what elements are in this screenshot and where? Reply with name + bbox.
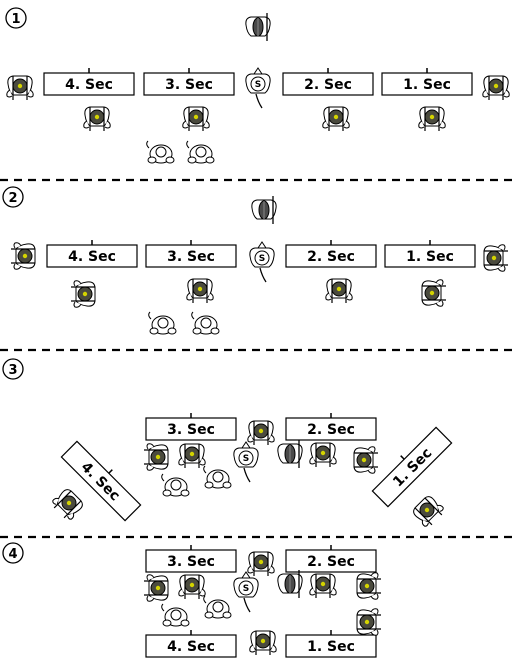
s4-officer-icon — [277, 569, 303, 599]
s4-soldier-icon — [356, 608, 382, 636]
s4-soldier-icon — [178, 574, 206, 600]
sergeant-mark: S — [243, 584, 249, 594]
s1-drummer-icon — [186, 140, 215, 164]
s1-drummer-icon — [146, 140, 175, 164]
s3-drummer-icon — [161, 473, 190, 497]
section-label: 4. Sec — [68, 249, 116, 265]
s3-sergeant-icon: S — [233, 441, 259, 483]
s3-box-3: 3. Sec — [145, 413, 237, 441]
s3-soldier-left-icon — [49, 485, 87, 523]
s4-soldier-bottom-icon — [249, 630, 277, 656]
s3-soldier-icon — [309, 442, 337, 468]
sergeant-mark: S — [259, 254, 265, 264]
section-label: 3. Sec — [167, 422, 215, 438]
s3-officer-icon — [277, 439, 303, 469]
section-label: 4. Sec — [65, 77, 113, 93]
s1-box-1: 1. Sec — [381, 68, 473, 96]
s1-soldier-icon — [83, 106, 111, 132]
step-number: 4 — [8, 547, 17, 562]
section-label: 1. Sec — [403, 77, 451, 93]
section-label: 2. Sec — [304, 77, 352, 93]
s4-soldier-icon — [309, 573, 337, 599]
s3-soldier-icon — [178, 443, 206, 469]
section-label: 1. Sec — [307, 639, 355, 655]
section-label: 3. Sec — [167, 554, 215, 570]
s3-soldier-icon — [353, 446, 379, 474]
s3-soldier-icon — [143, 443, 169, 471]
section-label: 3. Sec — [165, 77, 213, 93]
step-markers: 1 2 3 4 — [2, 7, 27, 564]
s2-box-1: 1. Sec — [384, 240, 476, 268]
s1-box-4: 4. Sec — [43, 68, 135, 96]
step-marker-2: 2 — [2, 186, 24, 208]
s2-drummer-icon — [191, 311, 220, 335]
s2-box-4: 4. Sec — [46, 240, 138, 268]
s4-soldier-icon — [356, 572, 382, 600]
s2-officer-icon — [251, 195, 277, 225]
step-marker-3: 3 — [2, 358, 24, 380]
s2-sergeant-icon: S — [249, 241, 275, 283]
s4-drummer-icon — [161, 603, 190, 627]
s1-box-3: 3. Sec — [143, 68, 235, 96]
s2-soldier-left-icon — [10, 242, 36, 270]
s4-sergeant-icon: S — [233, 571, 259, 613]
s1-soldier-icon — [418, 106, 446, 132]
step-number: 1 — [11, 12, 20, 27]
s2-drummer-icon — [148, 311, 177, 335]
step-number: 2 — [8, 191, 17, 206]
divider-lines — [0, 178, 518, 539]
s3-soldier-icon — [247, 420, 275, 446]
sergeant-mark: S — [255, 80, 261, 90]
s1-officer-icon — [245, 12, 271, 42]
s2-box-2: 2. Sec — [285, 240, 377, 268]
s4-soldier-icon — [143, 574, 169, 602]
section-label: 1. Sec — [406, 249, 454, 265]
s4-box-4: 4. Sec — [145, 630, 237, 658]
section-label: 4. Sec — [167, 639, 215, 655]
s1-sergeant-icon: S — [245, 67, 271, 109]
s2-soldier-icon — [70, 280, 96, 308]
s4-box-2: 2. Sec — [285, 545, 377, 573]
figures: S S S S — [6, 12, 510, 656]
s1-box-2: 2. Sec — [282, 68, 374, 96]
section-label: 2. Sec — [307, 422, 355, 438]
sergeant-mark: S — [243, 454, 249, 464]
s2-soldier-icon — [325, 278, 353, 304]
step-marker-4: 4 — [2, 542, 24, 564]
step-number: 3 — [8, 363, 17, 378]
s3-soldier-right-icon — [409, 492, 447, 530]
section-label: 2. Sec — [307, 249, 355, 265]
s4-box-3: 3. Sec — [145, 545, 237, 573]
s1-soldier-right-icon — [482, 75, 510, 101]
s2-soldier-right-icon — [483, 244, 509, 272]
s1-soldier-left-icon — [6, 75, 34, 101]
s2-soldier-icon — [421, 279, 447, 307]
step-marker-1: 1 — [5, 7, 27, 29]
s3-box-2: 2. Sec — [285, 413, 377, 441]
s1-soldier-icon — [322, 106, 350, 132]
s4-box-1: 1. Sec — [285, 630, 377, 658]
s2-soldier-icon — [186, 278, 214, 304]
s3-drummer-icon — [203, 465, 232, 489]
s3-box-1: 1. Sec — [371, 426, 453, 508]
section-label: 3. Sec — [167, 249, 215, 265]
s4-drummer-icon — [203, 595, 232, 619]
s2-box-3: 3. Sec — [145, 240, 237, 268]
s1-soldier-icon — [182, 106, 210, 132]
s4-soldier-icon — [247, 551, 275, 577]
section-label: 2. Sec — [307, 554, 355, 570]
